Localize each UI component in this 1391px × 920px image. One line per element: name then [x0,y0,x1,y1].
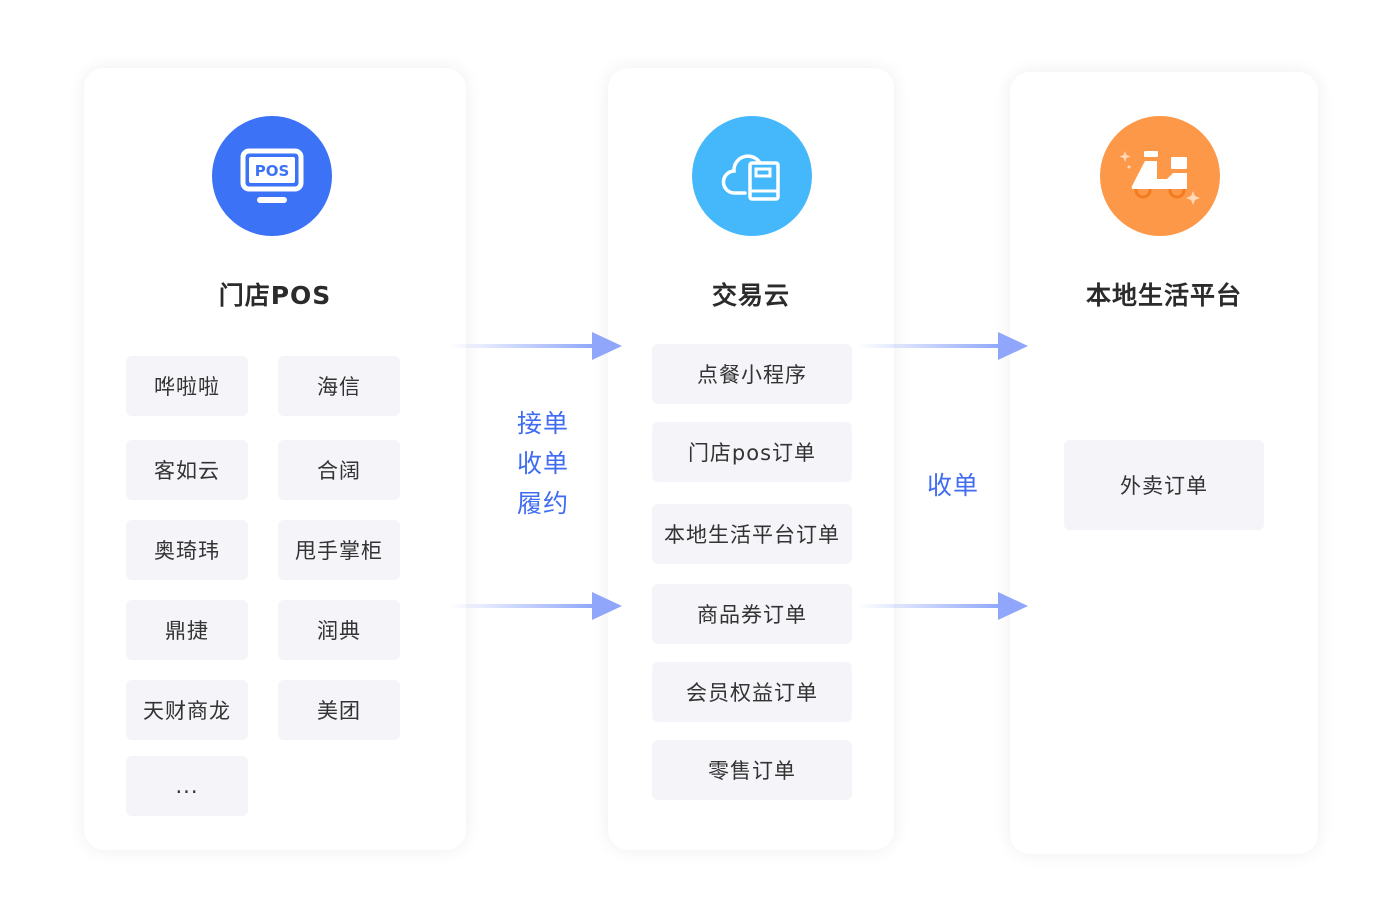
flow-arrow-pos-to-cloud-top [450,332,622,360]
flow-arrow-pos-to-cloud-bottom [450,592,622,620]
order-type-item: 零售订单 [652,740,852,800]
order-type-item: 点餐小程序 [652,344,852,404]
pos-item: 鼎捷 [126,600,248,660]
pos-item: 海信 [278,356,400,416]
pos-item: 哗啦啦 [126,356,248,416]
pos-item: 客如云 [126,440,248,500]
pos-item: 润典 [278,600,400,660]
delivery-scooter-icon [1100,116,1220,236]
order-type-item: 商品券订单 [652,584,852,644]
trade-cloud-title: 交易云 [711,281,790,310]
flow-step-accept: 接单 [516,409,569,438]
pos-item: 奥琦玮 [126,520,248,580]
pos-item: 天财商龙 [126,680,248,740]
pos-column-card: POS 门店POS 哗啦啦 海信 客如云 合阔 奥琦玮 甩手掌柜 鼎捷 润典 天… [84,68,466,850]
flow-step-receive: 收单 [926,471,979,500]
pos-item-more: ... [126,756,248,816]
flow-step-receive: 收单 [516,449,569,478]
flow-arrow-cloud-to-local-bottom [858,592,1028,620]
order-type-item: 外卖订单 [1064,440,1264,530]
order-type-item: 会员权益订单 [652,662,852,722]
order-type-item: 门店pos订单 [652,422,852,482]
pos-item: 合阔 [278,440,400,500]
pos-item: 美团 [278,680,400,740]
svg-text:POS: POS [255,162,290,180]
pos-item: 甩手掌柜 [278,520,400,580]
flow-arrow-cloud-to-local-top [858,332,1028,360]
order-type-item: 本地生活平台订单 [652,504,852,564]
local-life-platform-column-card: 本地生活平台 外卖订单 [1010,72,1318,854]
pos-terminal-icon: POS [212,116,332,236]
local-life-title: 本地生活平台 [1085,281,1242,310]
cloud-book-icon [692,116,812,236]
flow-step-fulfill: 履约 [516,489,569,518]
flow-label-pos-to-cloud: 接单 收单 履约 [510,404,576,524]
pos-title: 门店POS [218,281,332,310]
flow-label-cloud-to-local: 收单 [918,466,988,506]
trade-cloud-column-card: 交易云 点餐小程序 门店pos订单 本地生活平台订单 商品券订单 会员权益订单 … [608,68,894,850]
